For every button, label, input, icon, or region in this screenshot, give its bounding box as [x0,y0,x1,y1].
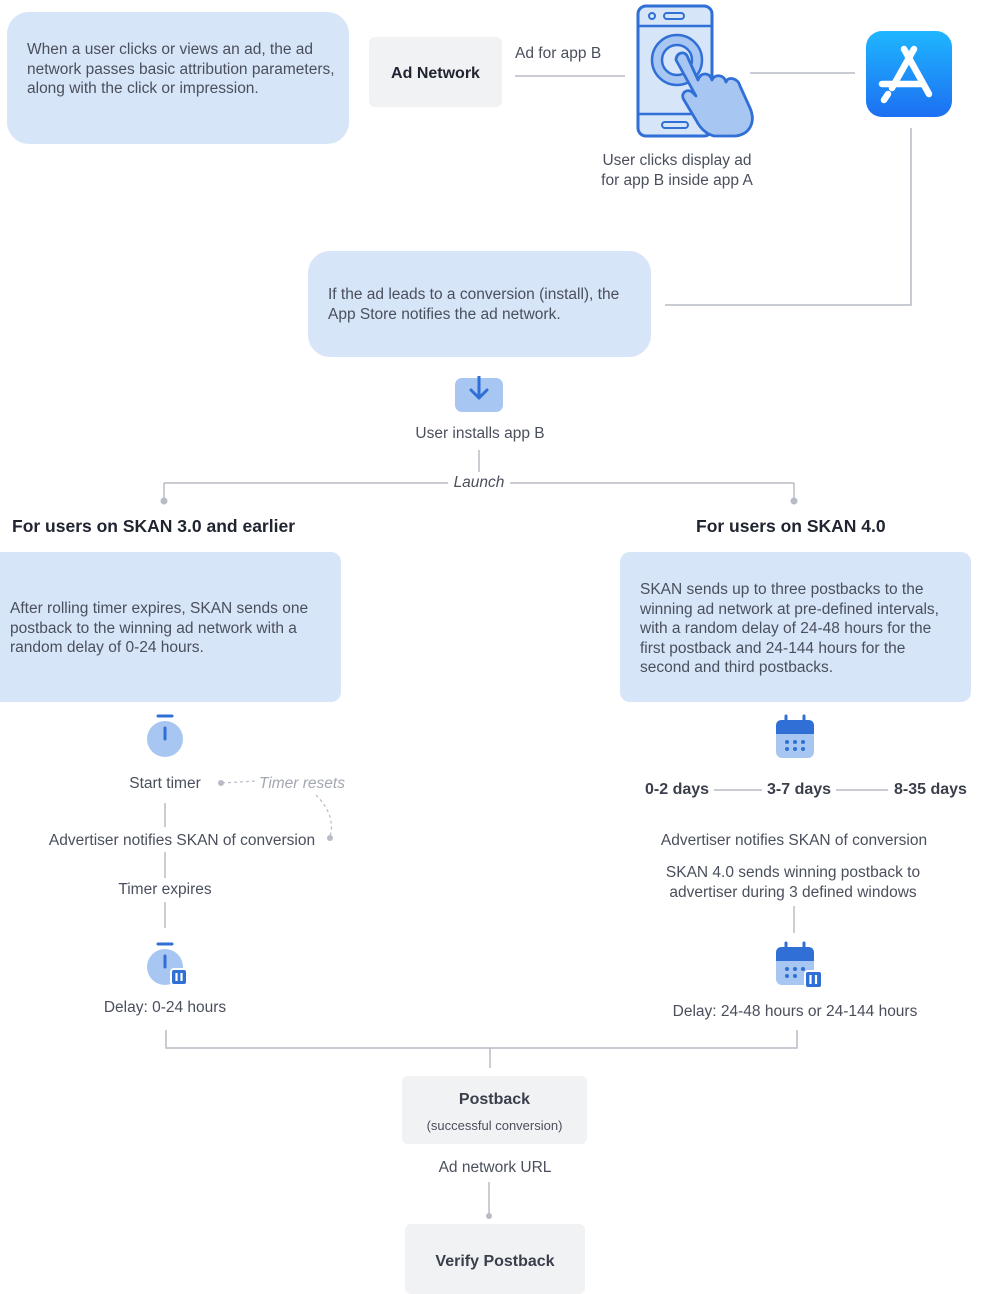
skan3-delay-label: Delay: 0-24 hours [103,999,227,1016]
conversion-box: If the ad leads to a conversion (install… [308,251,651,357]
ad-network-label: Ad Network [391,65,480,82]
phone-tap-icon [636,4,754,138]
postback-box: Postback (successful conversion) [402,1076,587,1144]
user-clicks-label: User clicks display ad for app B inside … [570,151,784,191]
install-label: User installs app B [415,425,545,442]
app-store-icon [866,31,952,117]
intro-box: When a user clicks or views an ad, the a… [7,12,349,144]
window3-label: 8-35 days [894,781,967,798]
verify-postback-box: Verify Postback [405,1224,585,1294]
timer-expires-label: Timer expires [118,881,212,898]
ad-network-box: Ad Network [369,37,502,107]
skan4-heading: For users on SKAN 4.0 [696,516,886,536]
user-clicks-line1: User clicks display ad [602,152,752,169]
stopwatch-icon [147,714,183,757]
skan3-description: After rolling timer expires, SKAN sends … [10,600,309,656]
skan4-advertiser-label: Advertiser notifies SKAN of conversion [660,832,928,849]
ad-for-app-label: Ad for app B [515,45,602,62]
skan3-advertiser-label: Advertiser notifies SKAN of conversion [48,832,316,849]
intro-text: When a user clicks or views an ad, the a… [27,41,335,97]
skan4-sends-text: SKAN 4.0 sends winning postback to adver… [665,864,921,901]
skan3-heading: For users on SKAN 3.0 and earlier [12,516,296,536]
conversion-text: If the ad leads to a conversion (install… [328,286,620,323]
skan4-delay-label: Delay: 24-48 hours or 24-144 hours [672,1003,918,1020]
start-timer-label: Start timer [129,775,201,792]
window1-label: 0-2 days [645,781,710,798]
verify-postback-label: Verify Postback [435,1253,555,1270]
calendar-paused-icon [776,941,823,989]
postback-sub: (successful conversion) [426,1118,563,1133]
skan4-description: SKAN sends up to three postbacks to the … [640,581,939,676]
calendar-icon [776,714,814,758]
download-icon [455,376,503,412]
stopwatch-paused-icon [147,942,188,986]
ad-network-url-label: Ad network URL [438,1159,552,1176]
launch-label: Launch [453,474,505,491]
timer-resets-label: Timer resets [259,775,345,792]
user-clicks-line2: for app B inside app A [601,172,753,189]
window2-label: 3-7 days [767,781,832,798]
postback-title: Postback [458,1091,531,1108]
skan3-box: After rolling timer expires, SKAN sends … [0,552,341,702]
skan4-box: SKAN sends up to three postbacks to the … [620,552,971,702]
